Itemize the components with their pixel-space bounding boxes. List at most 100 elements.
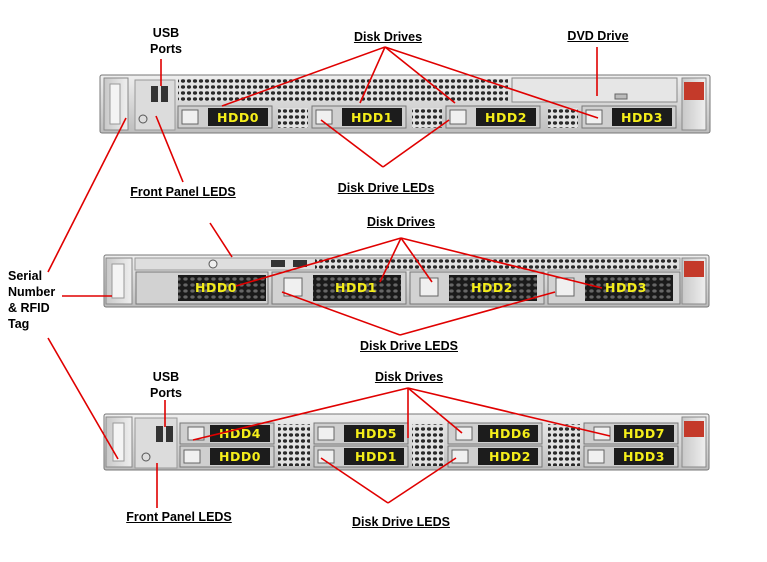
drive-bay[interactable]: HDD0 [179, 445, 275, 468]
bay-label: HDD1 [355, 449, 397, 464]
label-line: USB [152, 26, 180, 40]
disk-drive-leds-label: Disk Drive LEDS [360, 339, 458, 353]
drive-bay[interactable]: HDD2 [445, 105, 541, 129]
callout-lines [47, 46, 611, 508]
bay-label: HDD7 [623, 426, 665, 441]
callout-line [320, 119, 384, 168]
vent-grille [412, 108, 442, 128]
server-bottom: HDD4 HDD5 HDD6 HDD7 [103, 413, 710, 471]
usb-port[interactable] [161, 86, 168, 102]
sun-logo-badge [684, 82, 704, 100]
callout-line [379, 237, 402, 283]
bay-label: HDD3 [605, 280, 647, 295]
drive-bay[interactable]: HDD3 [583, 445, 679, 468]
serial-rfid-label: Serial Number & RFID Tag [8, 268, 64, 332]
front-panel-leds-label: Front Panel LEDS [126, 510, 232, 524]
bay-label: HDD0 [219, 449, 261, 464]
callout-line [387, 457, 457, 504]
vent-grille [315, 259, 677, 269]
bay-label: HDD2 [471, 280, 513, 295]
sun-logo-badge [684, 421, 704, 437]
callout-line [399, 291, 556, 336]
power-button[interactable] [208, 259, 218, 269]
label-line: Number [8, 285, 56, 299]
bay-label: HDD5 [355, 426, 397, 441]
drive-bay[interactable]: HDD6 [447, 422, 543, 445]
bay-label: HDD2 [485, 110, 527, 125]
usb-port[interactable] [151, 86, 158, 102]
drive-bay[interactable]: HDD3 [547, 271, 681, 305]
callout-line [384, 46, 456, 104]
callout-line [359, 46, 386, 104]
callout-line [47, 117, 127, 273]
drive-bay[interactable]: HDD1 [271, 271, 407, 305]
vent-grille [278, 108, 308, 128]
drive-bay[interactable]: HDD7 [583, 422, 679, 445]
callout-line [400, 237, 433, 283]
bay-label: HDD1 [335, 280, 377, 295]
callout-line [407, 387, 463, 434]
vent-grille [548, 424, 580, 466]
drive-bay[interactable]: HDD4 [179, 422, 275, 445]
drive-bay[interactable]: HDD2 [447, 445, 543, 468]
usb-port[interactable] [166, 426, 173, 442]
bay-label: HDD6 [489, 426, 531, 441]
bay-label: HDD0 [217, 110, 259, 125]
usb-port[interactable] [293, 260, 307, 267]
drive-bay[interactable]: HDD3 [581, 105, 677, 129]
callout-line [221, 46, 386, 107]
server-middle: HDD0 HDD1 HDD2 HDD3 [103, 254, 710, 308]
vent-grille [278, 424, 310, 466]
callout-line [47, 337, 119, 460]
serial-rfid-tag [109, 83, 121, 125]
callout-line [235, 237, 402, 287]
disk-drives-label: Disk Drives [374, 370, 444, 384]
usb-port[interactable] [271, 260, 285, 267]
disk-drives-label: Disk Drives [353, 30, 423, 44]
disk-drive-leds-label: Disk Drive LEDS [352, 515, 450, 529]
usb-port[interactable] [156, 426, 163, 442]
vent-grille [412, 424, 444, 466]
drive-bays-lower: HDD0 HDD1 HDD2 HDD3 [179, 445, 679, 468]
bay-label: HDD3 [623, 449, 665, 464]
callout-line [320, 457, 389, 504]
label-line: USB [152, 370, 180, 384]
bay-label: HDD0 [195, 280, 237, 295]
drive-bay[interactable]: HDD0 [135, 271, 269, 305]
vent-grille [548, 108, 578, 128]
drive-bay[interactable]: HDD1 [311, 105, 407, 129]
callout-line [281, 291, 401, 336]
callout-line [192, 387, 409, 441]
drive-bay[interactable]: HDD2 [409, 271, 545, 305]
power-button[interactable] [141, 452, 151, 462]
disk-drive-leds-label: Disk Drive LEDs [337, 181, 435, 195]
callout-line [384, 46, 599, 119]
callout-line [382, 119, 450, 168]
usb-ports-label: USB Ports [140, 25, 192, 57]
bay-label: HDD1 [351, 110, 393, 125]
serial-rfid-tag [112, 422, 125, 462]
dvd-eject-button[interactable] [614, 93, 628, 100]
drive-bay[interactable]: HDD5 [313, 422, 409, 445]
label-line: Serial [8, 269, 43, 283]
front-panel-leds-label: Front Panel LEDS [130, 185, 236, 199]
callout-line [400, 237, 603, 289]
serial-rfid-tag [111, 263, 125, 299]
drive-bay[interactable]: HDD1 [313, 445, 409, 468]
usb-ports-label: USB Ports [138, 369, 194, 401]
control-panel [134, 417, 178, 469]
drive-bay[interactable]: HDD0 [177, 105, 273, 129]
callout-line [407, 387, 611, 437]
label-line: & RFID [8, 301, 50, 315]
bay-label: HDD2 [489, 449, 531, 464]
label-line: Ports [150, 42, 182, 56]
power-button[interactable] [138, 114, 148, 124]
drive-bays: HDD0 HDD1 HDD2 HDD3 [177, 105, 677, 129]
drive-bays: HDD0 HDD1 HDD2 HDD3 [135, 271, 681, 305]
sun-logo-badge [684, 261, 704, 277]
label-line: Tag [8, 317, 30, 331]
label-line: Ports [150, 386, 182, 400]
callout-line [155, 115, 184, 183]
callout-line [209, 222, 233, 258]
